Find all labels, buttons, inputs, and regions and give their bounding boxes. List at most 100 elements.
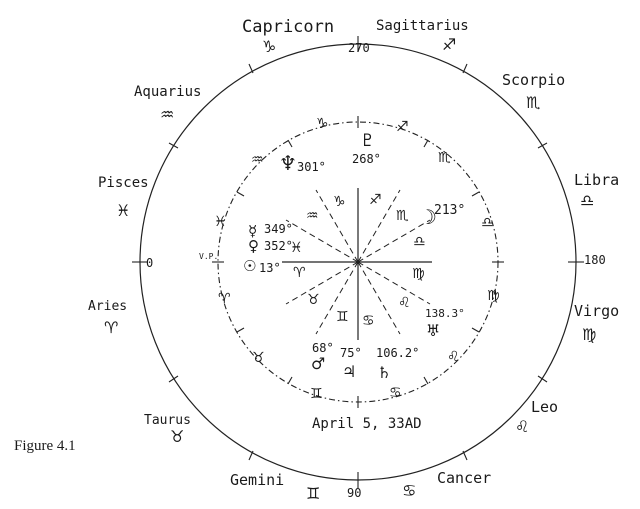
sign-name-capricorn: Capricorn [242,17,334,37]
virgo-icon: ♍ [412,266,425,282]
sign-name-aquarius: Aquarius [134,84,201,100]
gemini-icon: ♊ [306,484,320,503]
uranus-icon: ♅ [426,321,440,340]
pluto-icon: ♇ [360,131,375,151]
planet-sun: ☉ 13° [243,257,281,275]
sun-icon: ☉ [243,257,256,275]
sign-name-cancer: Cancer [437,469,491,487]
outer-tick-marks [132,36,584,488]
sign-name-virgo: Virgo [574,302,619,320]
central-cross [282,188,432,340]
outer-sign-virgo: Virgo ♍ [574,302,619,344]
leo-icon: ♌ [398,295,411,311]
scorpio-icon: ♏ [438,150,451,166]
planet-jupiter: 75° ♃ [340,346,362,381]
sign-name-pisces: Pisces [98,175,149,191]
taurus-icon: ♉ [170,427,184,446]
sign-name-libra: Libra [574,171,619,189]
outer-sign-libra: Libra ♎ [574,171,619,210]
jupiter-icon: ♃ [342,362,356,381]
planet-venus: ♀ 352° [248,237,293,255]
cancer-icon: ♋ [402,481,416,500]
sign-name-leo: Leo [531,398,558,416]
pluto-degree: 268° [352,152,381,166]
outer-sign-taurus: Taurus ♉ [144,413,191,446]
sector-lines [285,189,431,335]
planet-neptune: ♆ 301° [279,151,326,175]
virgo-icon: ♍ [582,325,596,344]
pisces-icon: ♓ [116,201,130,220]
aquarius-icon: ♒ [160,105,174,124]
venus-degree: 352° [264,239,293,253]
outer-sign-gemini: Gemini ♊ [230,471,320,503]
planet-moon: ☽ 213° [419,203,465,229]
sun-degree: 13° [259,261,281,275]
center-sign-glyphs: ♑ ♐ ♏ ♎ ♍ ♌ ♋ ♊ ♉ ♈ ♓ ♒ [290,192,426,329]
capricorn-icon: ♑ [316,116,329,132]
sagittarius-icon: ♐ [396,119,409,135]
jupiter-degree: 75° [340,346,362,360]
neptune-icon: ♆ [279,151,297,175]
aries-icon: ♈ [104,318,118,337]
outer-sign-capricorn: Capricorn ♑ [242,17,334,56]
cancer-icon: ♋ [362,313,375,329]
chart-title: April 5, 33AD [312,416,422,432]
planet-saturn: 106.2° ♄ [376,346,419,382]
gemini-icon: ♊ [336,309,349,325]
mars-degree: 68° [312,341,334,355]
outer-sign-aquarius: Aquarius ♒ [134,84,201,124]
gemini-icon: ♊ [310,386,323,402]
leo-icon: ♌ [447,349,460,365]
planet-uranus: 138.3° ♅ [425,307,465,340]
uranus-degree: 138.3° [425,307,465,320]
aries-icon: ♈ [218,291,231,307]
virgo-icon: ♍ [487,288,500,304]
sign-name-aries: Aries [88,299,127,314]
pisces-icon: ♓ [214,214,227,230]
neptune-degree: 301° [297,160,326,174]
sign-name-sagittarius: Sagittarius [376,18,469,34]
moon-degree: 213° [434,203,465,218]
capricorn-icon: ♑ [333,194,346,210]
inner-ring-sign-glyphs: ♑ ♐ ♏ ♎ ♍ ♌ ♋ ♊ ♉ ♈ ♓ ♒ [214,116,500,402]
inner-tick-marks [212,116,504,408]
taurus-icon: ♉ [307,292,320,308]
sagittarius-icon: ♐ [442,35,456,54]
figure-caption: Figure 4.1 [14,438,76,454]
aquarius-icon: ♒ [251,152,264,168]
libra-icon: ♎ [580,191,594,210]
vernal-point-label: V.P. [199,252,218,261]
planet-pluto: ♇ 268° [352,131,381,166]
planet-mars: 68° ♂ [311,341,334,373]
outer-sign-leo: Leo ♌ [515,398,558,436]
aries-icon: ♈ [293,265,306,281]
sign-name-scorpio: Scorpio [502,71,565,89]
outer-sign-pisces: Pisces ♓ [98,175,149,220]
scorpio-icon: ♏ [526,93,540,112]
outer-sign-scorpio: Scorpio ♏ [502,71,565,112]
mercury-icon: ☿ [248,222,257,240]
venus-icon: ♀ [248,237,259,255]
saturn-degree: 106.2° [376,346,419,360]
sagittarius-icon: ♐ [369,192,382,208]
degree-mark-left: 0 [146,256,153,270]
degree-mark-top: 270 [348,41,370,55]
libra-icon: ♎ [413,234,426,250]
sign-name-taurus: Taurus [144,413,191,428]
moon-icon: ☽ [419,205,437,229]
mercury-degree: 349° [264,222,293,236]
pisces-icon: ♓ [290,240,303,256]
outer-sign-cancer: Cancer ♋ [402,469,491,500]
sign-name-gemini: Gemini [230,471,284,489]
cancer-icon: ♋ [389,385,402,401]
degree-mark-bottom: 90 [347,486,361,500]
saturn-icon: ♄ [377,363,391,382]
outer-sign-sagittarius: Sagittarius ♐ [376,18,469,54]
mars-icon: ♂ [311,354,325,373]
planet-mercury: ☿ 349° [248,222,293,240]
taurus-icon: ♉ [252,350,265,366]
libra-icon: ♎ [481,215,494,231]
capricorn-icon: ♑ [262,37,276,56]
outer-sign-aries: Aries ♈ [88,299,127,337]
